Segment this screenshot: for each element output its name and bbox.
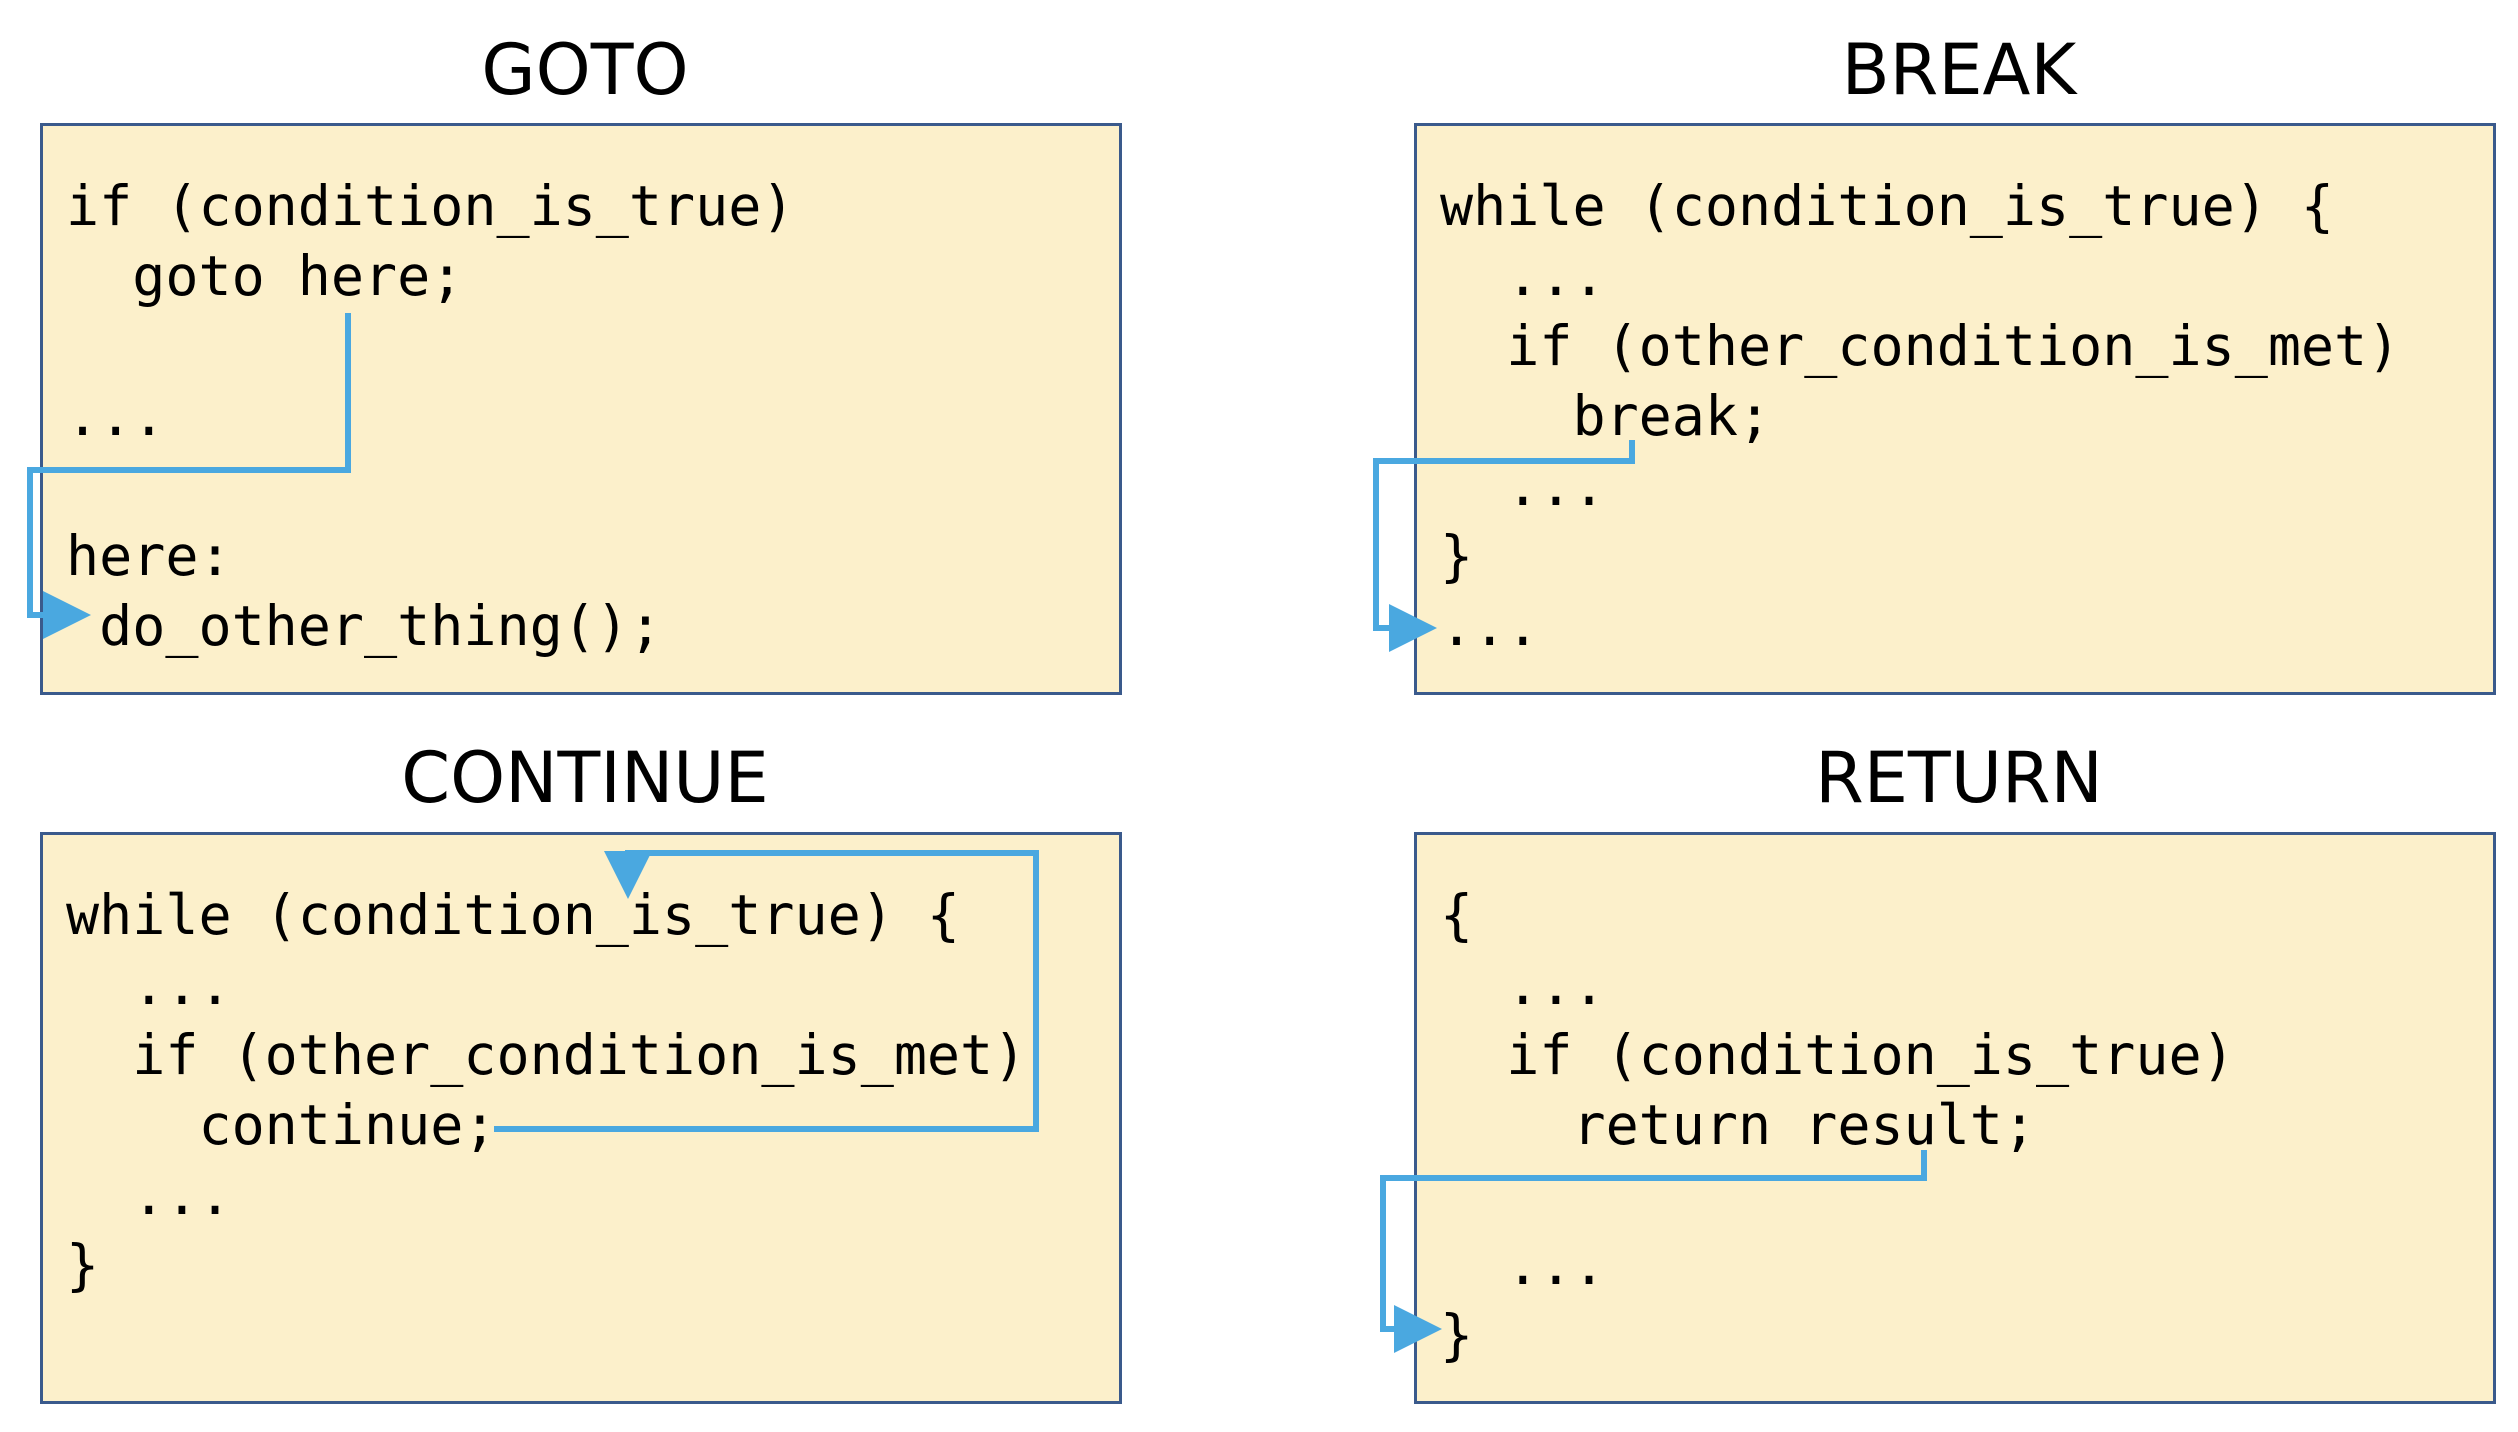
- return-line-4: return result;: [1440, 1093, 2037, 1157]
- return-line-3: if (condition_is_true): [1440, 1023, 2235, 1087]
- goto-line-3: ...: [66, 384, 166, 448]
- break-title: BREAK: [1841, 29, 2077, 111]
- break-code-box: while (condition_is_true) { ... if (othe…: [1414, 123, 2496, 695]
- break-line-4: break;: [1440, 384, 1772, 448]
- break-line-6: }: [1440, 524, 1474, 588]
- return-code-box: { ... if (condition_is_true) return resu…: [1414, 832, 2496, 1404]
- break-line-1: while (condition_is_true) {: [1440, 174, 2335, 238]
- return-line-6: }: [1440, 1303, 1474, 1367]
- continue-title: CONTINUE: [401, 737, 769, 819]
- return-line-1: {: [1440, 883, 1474, 947]
- return-line-5: ...: [1440, 1233, 1606, 1297]
- continue-line-1: while (condition_is_true) {: [66, 883, 961, 947]
- goto-line-4: here:: [66, 524, 232, 588]
- goto-title: GOTO: [481, 29, 689, 111]
- goto-line-1: if (condition_is_true): [66, 174, 795, 238]
- break-line-7: ...: [1440, 594, 1540, 658]
- break-line-2: ...: [1440, 244, 1606, 308]
- continue-line-6: }: [66, 1233, 100, 1297]
- return-line-2: ...: [1440, 953, 1606, 1017]
- goto-line-5: do_other_thing();: [66, 594, 663, 658]
- continue-line-4: continue;: [66, 1093, 497, 1157]
- continue-line-5: ...: [66, 1163, 232, 1227]
- break-line-5: ...: [1440, 454, 1606, 518]
- continue-line-3: if (other_condition_is_met): [66, 1023, 1027, 1087]
- continue-code-box: while (condition_is_true) { ... if (othe…: [40, 832, 1122, 1404]
- return-title: RETURN: [1815, 737, 2103, 819]
- continue-line-2: ...: [66, 953, 232, 1017]
- goto-code-box: if (condition_is_true) goto here; ... he…: [40, 123, 1122, 695]
- goto-line-2: goto here;: [66, 244, 464, 308]
- break-line-3: if (other_condition_is_met): [1440, 314, 2401, 378]
